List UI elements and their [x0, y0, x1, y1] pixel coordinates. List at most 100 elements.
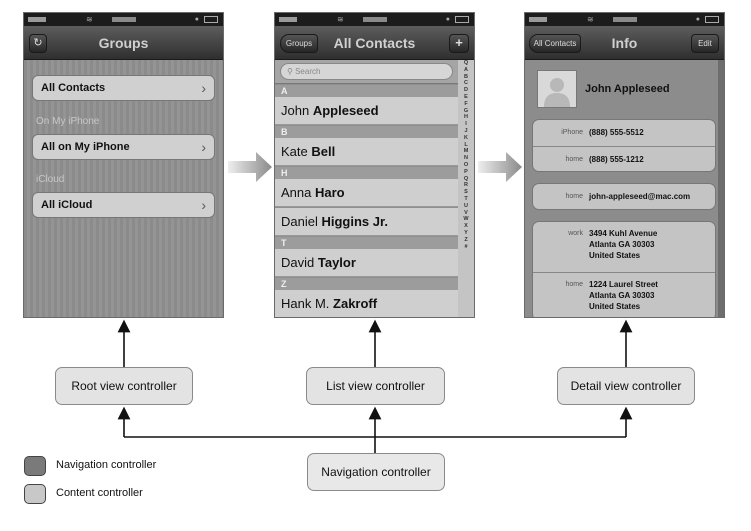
- signal-icon: [279, 17, 297, 22]
- contact-first-name: Kate: [281, 144, 308, 159]
- index-letter[interactable]: T: [464, 195, 468, 202]
- index-letter[interactable]: F: [464, 100, 468, 107]
- status-bar: ≋ ●: [24, 13, 223, 26]
- field-label: home: [565, 156, 583, 163]
- status-bar: ≋ ●: [275, 13, 474, 26]
- address-line: 3494 Kuhl Avenue: [589, 229, 658, 238]
- navigation-bar: ↻ Groups: [24, 26, 223, 60]
- index-letter[interactable]: Z: [464, 236, 468, 243]
- field-value: 1224 Laurel Street Atlanta GA 30303 Unit…: [589, 279, 658, 312]
- index-letter[interactable]: L: [464, 141, 468, 148]
- index-letter[interactable]: G: [463, 107, 469, 114]
- contact-row[interactable]: John Appleseed: [275, 97, 459, 125]
- index-letter[interactable]: S: [464, 189, 468, 196]
- index-letter[interactable]: Y: [464, 229, 468, 236]
- transition-arrow-icon: [228, 152, 272, 182]
- root-view-screen: ≋ ● ↻ Groups All Contacts › On My iPhone…: [23, 12, 224, 318]
- address-row-home[interactable]: home 1224 Laurel Street Atlanta GA 30303…: [533, 273, 715, 317]
- section-header-t: T: [275, 237, 459, 249]
- address-row-work[interactable]: work 3494 Kuhl Avenue Atlanta GA 30303 U…: [533, 222, 715, 270]
- index-letter[interactable]: N: [464, 155, 468, 162]
- contact-row[interactable]: Hank M. Zakroff: [275, 290, 459, 317]
- battery-icon: [455, 16, 469, 23]
- edit-button[interactable]: Edit: [691, 34, 719, 53]
- index-letter[interactable]: X: [464, 223, 468, 230]
- index-letter[interactable]: H: [464, 114, 468, 121]
- scrollbar[interactable]: [718, 60, 724, 317]
- nav-title: All Contacts: [333, 35, 416, 51]
- section-header-z: Z: [275, 278, 459, 290]
- index-letter[interactable]: W: [463, 216, 469, 223]
- add-button[interactable]: +: [449, 34, 469, 53]
- field-value: 3494 Kuhl Avenue Atlanta GA 30303 United…: [589, 228, 657, 261]
- index-letter[interactable]: U: [464, 202, 468, 209]
- group-cell-all-contacts[interactable]: All Contacts ›: [32, 75, 215, 101]
- index-letter[interactable]: E: [464, 93, 468, 100]
- index-letter[interactable]: A: [464, 66, 468, 73]
- contact-row[interactable]: Kate Bell: [275, 138, 459, 166]
- index-letter[interactable]: P: [464, 168, 468, 175]
- contact-row[interactable]: David Taylor: [275, 249, 459, 277]
- index-letter[interactable]: Q: [463, 175, 469, 182]
- navigation-bar: Groups All Contacts +: [275, 26, 474, 60]
- avatar[interactable]: [537, 70, 577, 108]
- email-row-home[interactable]: home john-appleseed@mac.com: [533, 184, 715, 210]
- phone-row-home[interactable]: home (888) 555-1212: [533, 147, 715, 173]
- index-letter[interactable]: C: [464, 80, 468, 87]
- contact-row[interactable]: Anna Haro: [275, 179, 459, 207]
- wifi-icon: ≋: [587, 15, 594, 24]
- section-header-icloud: iCloud: [36, 174, 65, 185]
- transition-arrow-icon: [478, 152, 522, 182]
- index-letter[interactable]: V: [464, 209, 468, 216]
- status-time: [112, 17, 136, 22]
- phone-group: iPhone (888) 555-5512 home (888) 555-121…: [532, 119, 716, 172]
- lock-icon: ●: [695, 16, 700, 23]
- field-label: home: [565, 281, 583, 288]
- contact-first-name: John: [281, 103, 310, 118]
- battery-icon: [204, 16, 218, 23]
- address-line: United States: [589, 251, 641, 260]
- group-cell-all-icloud[interactable]: All iCloud ›: [32, 192, 215, 218]
- back-button[interactable]: All Contacts: [529, 34, 581, 53]
- nav-title: Groups: [98, 35, 149, 51]
- index-letter[interactable]: Q: [463, 60, 469, 66]
- battery-icon: [705, 16, 719, 23]
- index-letter[interactable]: #: [464, 243, 468, 250]
- contact-last-name: Appleseed: [312, 103, 379, 118]
- index-letter[interactable]: B: [464, 73, 468, 80]
- search-bar: ⚲ Search: [275, 60, 459, 84]
- group-cell-all-on-my-iphone[interactable]: All on My iPhone ›: [32, 134, 215, 160]
- row-divider: [533, 272, 715, 273]
- signal-icon: [529, 17, 547, 22]
- contact-last-name: Haro: [315, 185, 345, 200]
- phone-row-iphone[interactable]: iPhone (888) 555-5512: [533, 120, 715, 146]
- index-letter[interactable]: J: [464, 127, 468, 134]
- legend-label-content: Content controller: [56, 487, 143, 499]
- index-letter[interactable]: K: [464, 134, 468, 141]
- index-letter[interactable]: D: [464, 87, 468, 94]
- contact-row[interactable]: Daniel Higgins Jr.: [275, 208, 459, 236]
- index-letter[interactable]: I: [465, 121, 467, 128]
- address-line: Atlanta GA 30303: [589, 240, 655, 249]
- index-letter[interactable]: R: [464, 182, 468, 189]
- field-label: work: [568, 230, 583, 237]
- signal-icon: [28, 17, 46, 22]
- index-letter[interactable]: O: [463, 161, 469, 168]
- status-time: [613, 17, 637, 22]
- search-icon: ⚲: [287, 67, 293, 76]
- contact-last-name: Higgins Jr.: [321, 214, 388, 229]
- legend-swatch-navigation: [24, 456, 46, 476]
- chevron-right-icon: ›: [201, 80, 206, 96]
- refresh-button[interactable]: ↻: [29, 34, 47, 53]
- search-input[interactable]: ⚲ Search: [280, 63, 453, 80]
- status-bar: ≋ ●: [525, 13, 724, 26]
- detail-view-controller-box: Detail view controller: [557, 367, 695, 405]
- list-view-screen: ≋ ● Groups All Contacts + ⚲ Search A Joh…: [274, 12, 475, 318]
- index-letter[interactable]: M: [463, 148, 469, 155]
- contact-first-name: Hank M.: [281, 296, 330, 311]
- legend-label-navigation: Navigation controller: [56, 459, 157, 471]
- chevron-right-icon: ›: [201, 139, 206, 155]
- back-button[interactable]: Groups: [280, 34, 318, 53]
- contact-first-name: David: [281, 255, 315, 270]
